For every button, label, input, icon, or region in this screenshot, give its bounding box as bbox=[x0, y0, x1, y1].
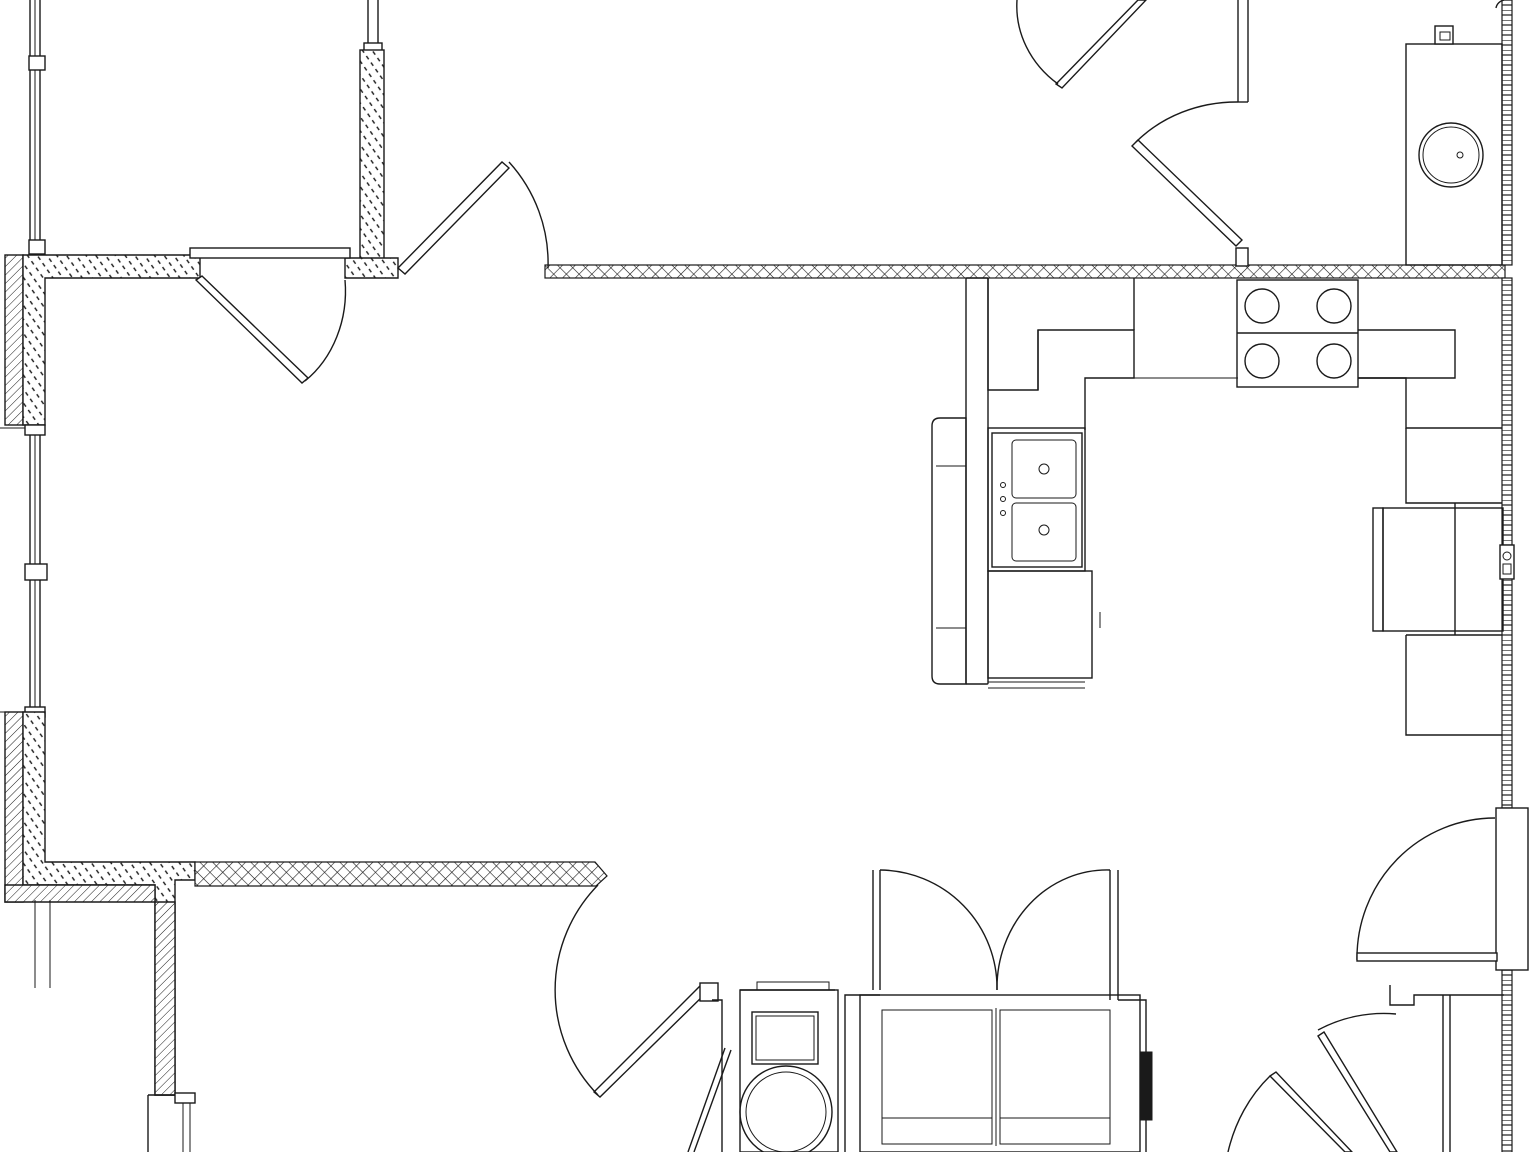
burner-2 bbox=[1316, 288, 1352, 324]
double-sink bbox=[991, 432, 1083, 568]
doors bbox=[189, 0, 1504, 1152]
burner-3 bbox=[1244, 343, 1280, 379]
burner-1 bbox=[1244, 288, 1280, 324]
laundry bbox=[687, 981, 1153, 1152]
exterior-wall-left bbox=[0, 49, 399, 1152]
lavatory-sink bbox=[1405, 0, 1505, 266]
burner-4 bbox=[1316, 343, 1352, 379]
interior-walls bbox=[194, 0, 1529, 1152]
kitchen bbox=[931, 277, 1515, 736]
left-window-bay bbox=[28, 0, 383, 255]
